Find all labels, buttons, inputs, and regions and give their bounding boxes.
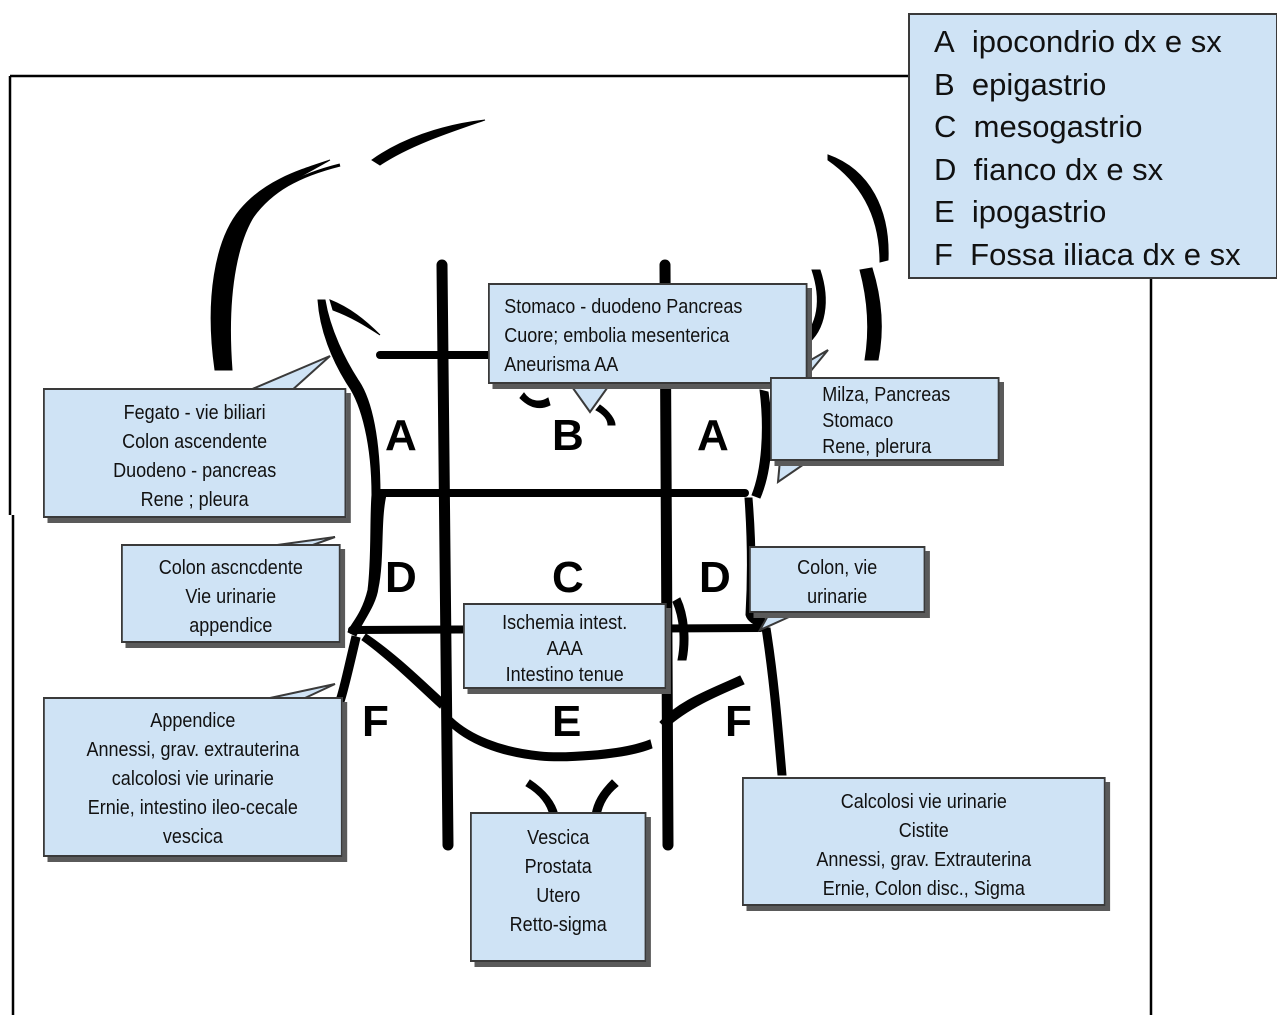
- legend-item: E ipogastrio: [934, 194, 1107, 229]
- region-f-right: F: [362, 697, 389, 746]
- callout-epigastric: Stomaco - duodeno Pancreas Cuore; emboli…: [488, 283, 808, 384]
- legend-item: D fianco dx e sx: [934, 151, 1164, 187]
- region-e: E: [552, 697, 582, 746]
- callout-left-iliac: Calcolosi vie urinarie Cistite Annessi, …: [742, 777, 1106, 906]
- grid-vertical-left: [436, 259, 454, 851]
- region-b: B: [552, 411, 584, 460]
- region-d-right: D: [385, 553, 417, 602]
- region-a-right: A: [385, 411, 417, 460]
- legend-item: C mesogastrio: [934, 109, 1143, 144]
- region-c: C: [552, 553, 584, 602]
- legend: A ipocondrio dx e sx B epigastrio C meso…: [908, 13, 1277, 279]
- region-d-left: D: [699, 553, 731, 602]
- legend-item: B epigastrio: [934, 66, 1107, 102]
- callout-right-iliac: Appendice Annessi, grav. extrauterina ca…: [43, 697, 343, 857]
- callout-right-hypochondrium: Fegato - vie biliari Colon ascendente Du…: [43, 388, 347, 518]
- region-f-left: F: [725, 697, 752, 746]
- region-a-left: A: [697, 411, 729, 460]
- legend-item: F Fossa iliaca dx e sx: [934, 236, 1241, 272]
- callout-mesogastric: Ischemia intest. AAA Intestino tenue: [463, 603, 667, 689]
- callout-right-flank: Colon ascncdente Vie urinarie appendice: [121, 544, 341, 643]
- legend-item: A ipocondrio dx e sx: [934, 24, 1222, 59]
- frame-lines: [8, 74, 1153, 1015]
- callout-left-hypochondrium: Milza, Pancreas Stomaco Rene, plerura: [770, 377, 1000, 461]
- callout-left-flank: Colon, vie urinarie: [749, 546, 926, 613]
- callout-hypogastric: Vescica Prostata Utero Retto-sigma: [470, 812, 647, 962]
